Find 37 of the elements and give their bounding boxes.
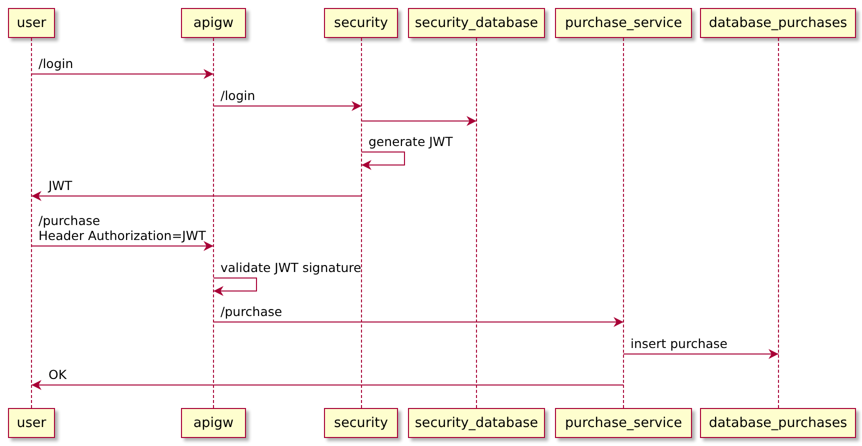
message-label: validate JWT signature — [220, 260, 362, 275]
message-label: JWT — [48, 178, 72, 193]
message-arrow — [31, 380, 624, 390]
message-label: OK — [48, 367, 67, 382]
lifeline — [623, 38, 624, 408]
message-arrow — [31, 69, 214, 79]
participant-box: apigw — [181, 408, 246, 438]
message-label: /purchase — [220, 304, 282, 319]
participant-box: security — [324, 8, 398, 38]
message-arrow — [213, 278, 257, 296]
participant-box: user — [8, 408, 55, 438]
lifeline — [778, 38, 779, 408]
message-arrow — [361, 152, 405, 170]
participant-box: purchase_service — [555, 408, 692, 438]
participant-box: user — [8, 8, 55, 38]
participant-box: security_database — [408, 8, 545, 38]
participant-box: apigw — [181, 8, 246, 38]
participant-box: security_database — [408, 408, 545, 438]
participant-box: database_purchases — [700, 8, 856, 38]
message-label: generate JWT — [368, 134, 453, 149]
participant-box: purchase_service — [555, 8, 692, 38]
lifeline — [476, 38, 477, 408]
message-label: /purchase Header Authorization=JWT — [38, 213, 206, 243]
message-arrow — [623, 349, 779, 359]
message-arrow — [31, 241, 214, 251]
message-label: /login — [220, 88, 256, 103]
lifeline — [31, 38, 32, 408]
participant-box: security — [324, 408, 398, 438]
lifeline — [361, 38, 362, 408]
message-arrow — [213, 101, 362, 111]
participant-box: database_purchases — [700, 408, 856, 438]
message-arrow — [213, 317, 624, 327]
message-arrow — [361, 116, 477, 126]
message-label: /login — [38, 56, 74, 71]
message-label: insert purchase — [630, 336, 728, 351]
lifeline — [213, 38, 214, 408]
message-arrow — [31, 191, 362, 201]
